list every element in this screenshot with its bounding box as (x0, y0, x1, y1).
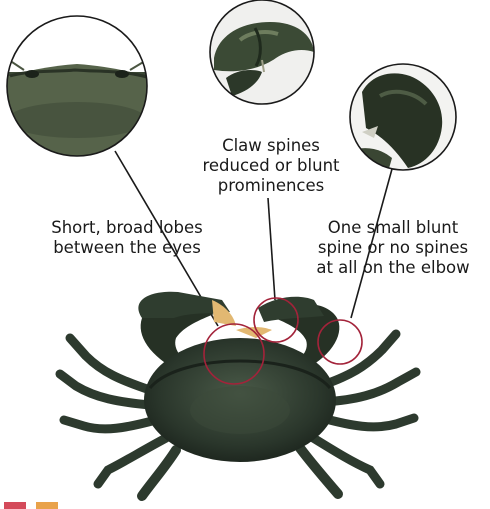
color-chip-red (4, 502, 26, 509)
crab-illustration (60, 292, 416, 496)
label-claw-line-2: reduced or blunt (176, 156, 366, 176)
callout-line-claw (268, 198, 275, 300)
label-claw-spines: Claw spines reduced or blunt prominences (176, 136, 366, 196)
label-claw-line-3: prominences (176, 176, 366, 196)
label-elbow-line-2: spine or no spines (296, 238, 490, 258)
label-elbow-spine: One small blunt spine or no spines at al… (296, 218, 490, 278)
label-elbow-line-1: One small blunt (296, 218, 490, 238)
label-eye-lobes: Short, broad lobes between the eyes (22, 218, 232, 258)
color-chip-orange (36, 502, 58, 509)
label-claw-line-1: Claw spines (176, 136, 366, 156)
eye-lobes-inset (0, 16, 160, 160)
label-lobes-line-2: between the eyes (22, 238, 232, 258)
label-lobes-line-1: Short, broad lobes (22, 218, 232, 238)
label-elbow-line-3: at all on the elbow (296, 258, 490, 278)
claw-inset (210, 0, 314, 104)
